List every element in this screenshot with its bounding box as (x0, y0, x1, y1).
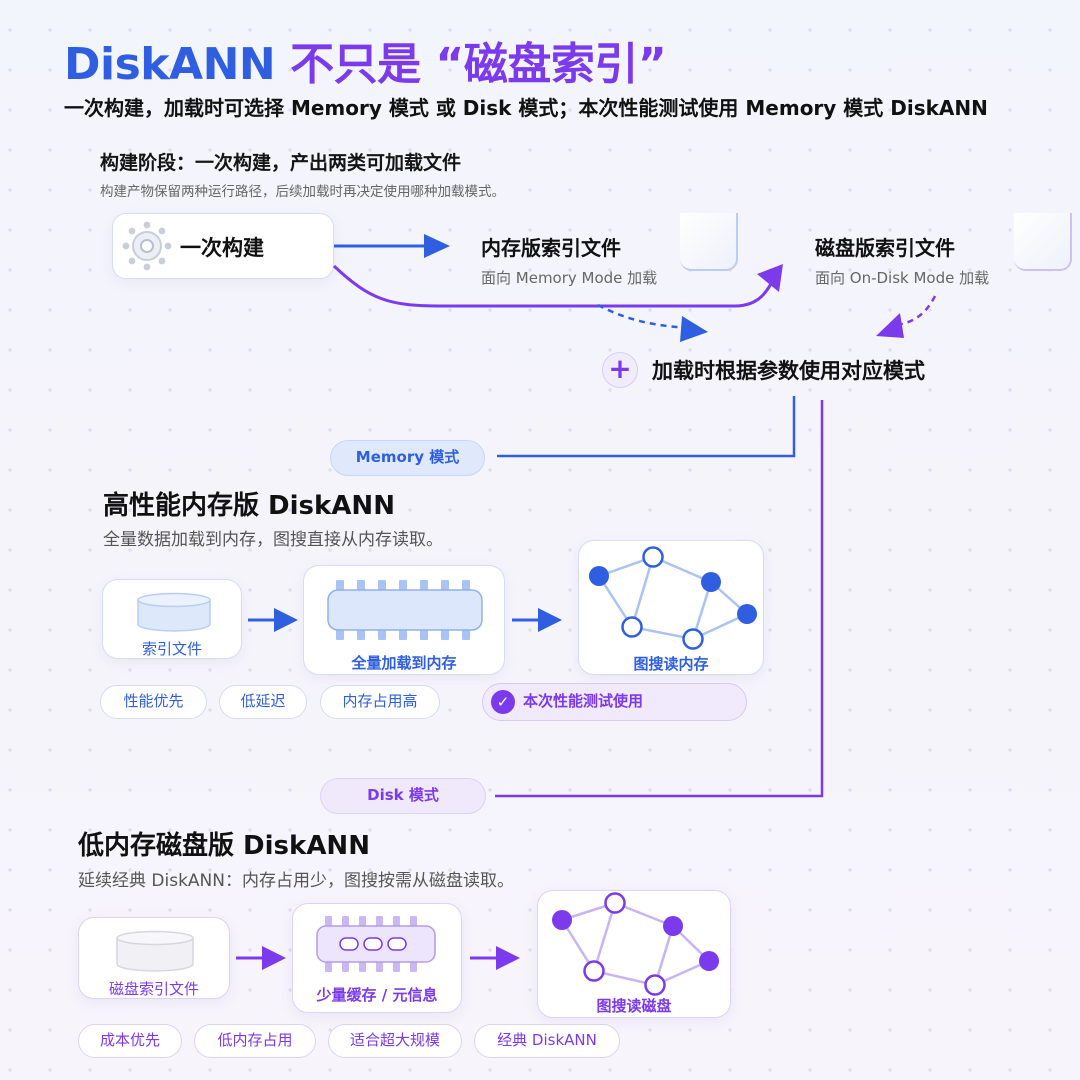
page-subtitle: 一次构建，加载时可选择 Memory 模式 或 Disk 模式；本次性能测试使用… (64, 96, 988, 120)
build-stage-heading: 构建阶段：一次构建，产出两类可加载文件 (100, 152, 462, 174)
page-title: DiskANN 不只是 “磁盘索引” (64, 39, 667, 90)
disk-mode-pill: Disk 模式 (320, 778, 486, 814)
memory-step-index-file-label: 索引文件 (141, 640, 202, 658)
disk-index-file-subtitle: 面向 On-Disk Mode 加载 (815, 269, 990, 287)
memory-step-index-file: 索引文件 (102, 579, 242, 659)
memory-tag-used-in-test-label: 本次性能测试使用 (523, 692, 644, 710)
disk-tag-cost: 成本优先 (78, 1024, 182, 1058)
disk-step-cache: 少量缓存 / 元信息 (292, 903, 462, 1013)
build-stage-description: 构建产物保留两种运行路径，后续加载时再决定使用哪种加载模式。 (100, 184, 505, 200)
arrow-build-to-disk-file (332, 264, 777, 308)
memory-file-document-icon (680, 213, 738, 271)
disk-section-subtitle: 延续经典 DiskANN：内存占用少，图搜按需从磁盘读取。 (78, 871, 514, 891)
line-load-to-disk-mode (495, 400, 824, 798)
disk-tag-low-memory: 低内存占用 (194, 1024, 316, 1058)
memory-step-graph-search-label: 图搜读内存 (633, 655, 709, 673)
memory-tag-low-latency: 低延迟 (219, 685, 307, 719)
disk-file-document-icon (1014, 213, 1072, 271)
memory-mode-pill: Memory 模式 (330, 440, 485, 476)
arrow-right-icon (424, 234, 450, 258)
memory-tag-performance: 性能优先 (100, 685, 207, 719)
build-label: 一次构建 (180, 236, 264, 260)
database-icon (116, 930, 194, 972)
line-load-to-memory-mode (497, 396, 796, 458)
memory-chip-icon (327, 580, 483, 640)
arrow-head-memory-load (680, 316, 708, 342)
disk-tag-large-scale: 适合超大规模 (328, 1024, 462, 1058)
memory-index-file-subtitle: 面向 Memory Mode 加载 (481, 269, 658, 287)
disk-index-file-title: 磁盘版索引文件 (815, 236, 955, 260)
memory-step-graph-search: 图搜读内存 (578, 540, 764, 675)
arrow-right-icon (274, 608, 298, 632)
database-icon (137, 592, 211, 632)
disk-tag-classic: 经典 DiskANN (474, 1024, 620, 1058)
disk-section-title: 低内存磁盘版 DiskANN (78, 831, 370, 861)
memory-section-title: 高性能内存版 DiskANN (103, 491, 395, 521)
memory-index-file-title: 内存版索引文件 (481, 236, 621, 260)
memory-chip-icon (316, 916, 436, 972)
disk-step-index-file: 磁盘索引文件 (78, 917, 230, 999)
arrow-head-disk-load (876, 313, 904, 338)
disk-step-graph-search: 图搜读磁盘 (537, 890, 731, 1018)
graph-icon (589, 546, 757, 650)
disk-step-graph-search-label: 图搜读磁盘 (596, 997, 672, 1015)
graph-icon (552, 892, 719, 996)
arrow-head-disk (757, 264, 783, 292)
load-mode-label: 加载时根据参数使用对应模式 (652, 359, 925, 383)
arrow-right-icon (538, 608, 562, 632)
memory-step-full-load: 全量加载到内存 (303, 565, 505, 675)
arrow-right-icon (496, 946, 520, 970)
memory-step-full-load-label: 全量加载到内存 (351, 654, 457, 672)
disk-step-cache-label: 少量缓存 / 元信息 (316, 986, 438, 1004)
plus-icon: + (602, 352, 638, 388)
gear-icon (122, 221, 172, 271)
arrow-right-icon (262, 946, 286, 970)
memory-tag-high-memory: 内存占用高 (320, 685, 440, 719)
dashed-memory-to-load (597, 303, 689, 330)
memory-tag-used-in-test: ✓ 本次性能测试使用 (482, 683, 747, 721)
check-circle-icon: ✓ (491, 690, 515, 714)
memory-section-subtitle: 全量数据加载到内存，图搜直接从内存读取。 (103, 530, 443, 550)
disk-step-index-file-label: 磁盘索引文件 (108, 980, 199, 998)
